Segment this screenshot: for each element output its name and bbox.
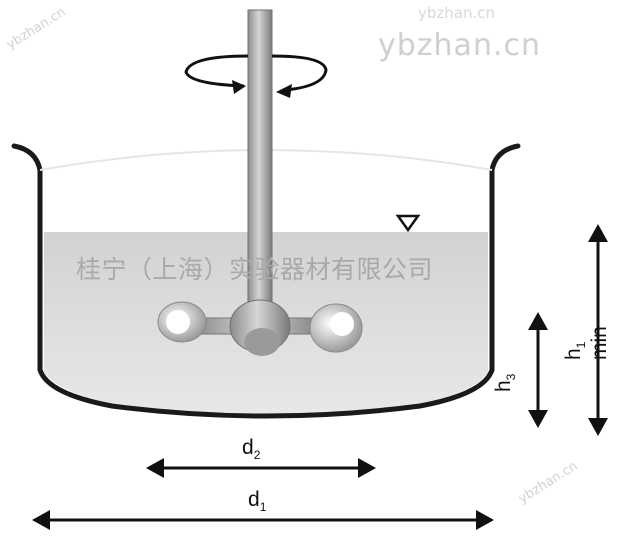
rotation-arrow [184, 54, 328, 92]
h3-arrow-top-icon [528, 312, 548, 330]
h3-label-main: h [492, 380, 515, 392]
h3-label-sub: 3 [504, 373, 519, 381]
d2-arrow-right-icon [358, 458, 376, 478]
h3-label: h3 [492, 374, 518, 392]
h1-label-main: h [562, 348, 585, 360]
d2-label-main: d [242, 436, 254, 459]
rotation-arrow-head-icon-2 [232, 80, 246, 94]
watermark-top: ybzhan.cn [378, 28, 541, 63]
h3-arrow-bottom-icon [528, 410, 548, 428]
h1-min-label: h1 min [562, 302, 612, 360]
d2-label-sub: 2 [253, 448, 261, 463]
stirrer-shaft [247, 9, 273, 323]
d1-label-main: d [248, 488, 260, 511]
h1-label-sub: 1 [574, 341, 589, 349]
liquid-level-marker [395, 214, 421, 233]
impeller [157, 299, 363, 356]
d1-arrow-right-icon [476, 510, 494, 530]
watermark-top-small: ybzhan.cn [418, 4, 495, 22]
h1-label-suffix: min [588, 326, 612, 360]
h1-arrow-top-icon [588, 224, 608, 242]
d1-arrow-left-icon [32, 510, 50, 530]
rotation-arrow-head-icon [276, 84, 292, 98]
d2-arrow-left-icon [146, 458, 164, 478]
d1-label: d1 [248, 488, 266, 514]
d2-label: d2 [242, 436, 260, 462]
h1-arrow-bottom-icon [588, 418, 608, 436]
company-watermark-text: 桂宁（上海）实验器材有限公司 [76, 255, 434, 284]
vessel-outline [11, 143, 521, 419]
d1-label-sub: 1 [259, 500, 267, 515]
